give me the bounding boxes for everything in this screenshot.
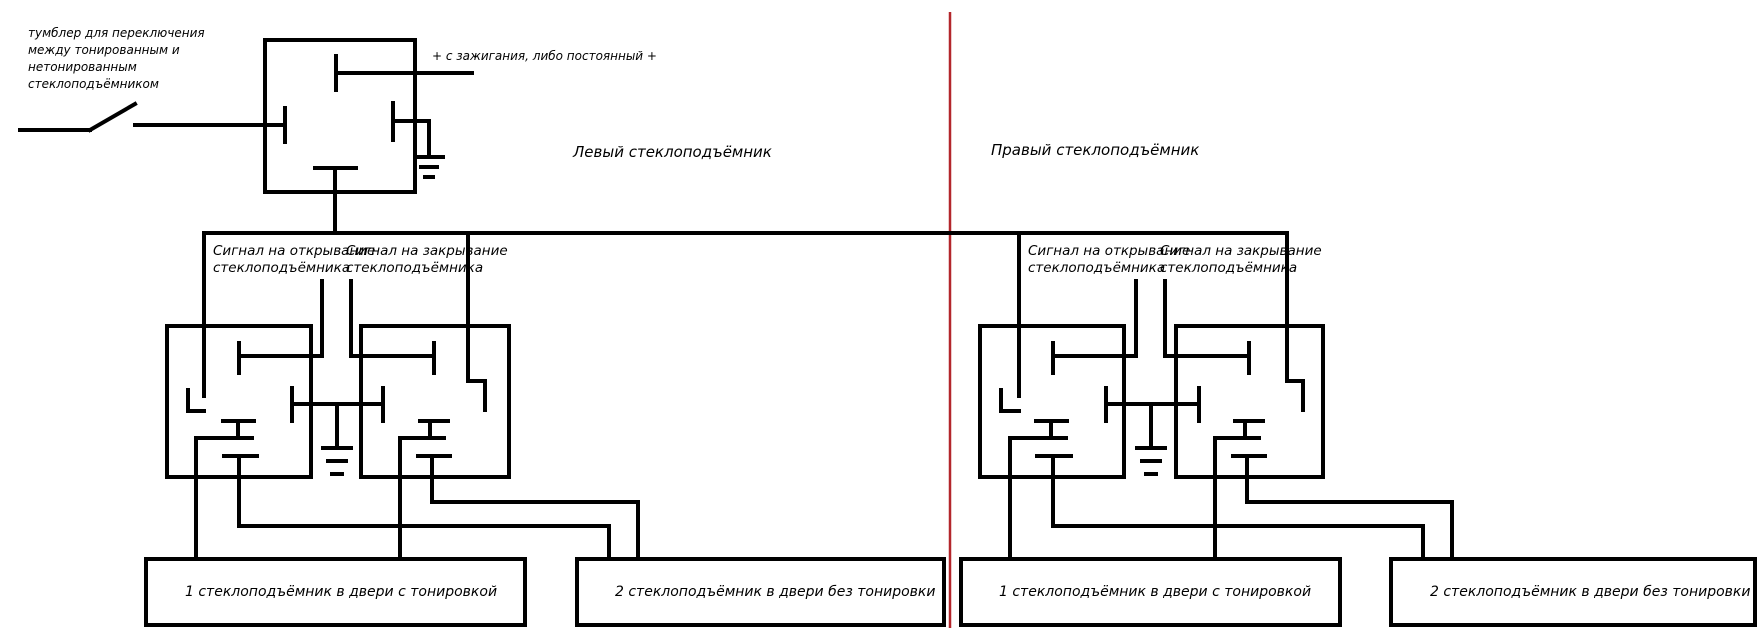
left-motor-untinted-box (575, 557, 946, 627)
left-close-signal-line-2: стеклоподъёмника (346, 260, 483, 276)
right-close-signal-line-2: стеклоподъёмника (1160, 260, 1297, 276)
ground-symbol-left (321, 402, 353, 476)
right-motor-untinted-label: 2 стеклоподъёмник в двери без тонировки (1430, 584, 1750, 600)
right-motor-untinted-box (1389, 557, 1757, 627)
main-relay (263, 38, 474, 234)
left-open-signal-line-1: Сигнал на открывание (213, 243, 375, 259)
toggle-switch-note-line-4: стеклоподъёмником (28, 77, 159, 91)
toggle-switch-note-line-2: между тонированным и (28, 43, 180, 57)
ground-symbol-main (413, 155, 445, 179)
right-motor-tinted-box (959, 557, 1342, 627)
left-motor-tinted-box (144, 557, 527, 627)
right-output-wires (1008, 436, 1454, 561)
toggle-switch-note-line-3: нетонированным (28, 60, 137, 74)
left-window-title: Левый стеклоподъёмник (572, 143, 772, 161)
left-motor-tinted-label: 1 стеклоподъёмник в двери с тонировкой (185, 584, 497, 600)
toggle-switch-note-line-1: тумблер для переключения (28, 26, 205, 40)
right-window-title: Правый стеклоподъёмник (991, 141, 1199, 159)
ignition-label: + с зажигания, либо постоянный + (432, 49, 657, 63)
ground-symbol-right (1135, 402, 1167, 476)
right-open-signal-line-1: Сигнал на открывание (1028, 243, 1190, 259)
right-motor-tinted-label: 1 стеклоподъёмник в двери с тонировкой (999, 584, 1311, 600)
right-open-signal-line-2: стеклоподъёмника (1028, 260, 1165, 276)
left-motor-untinted-label: 2 стеклоподъёмник в двери без тонировки (615, 584, 935, 600)
toggle-switch-symbol (18, 101, 287, 133)
right-close-signal-line-1: Сигнал на закрывание (1160, 243, 1322, 259)
left-output-wires (194, 436, 640, 561)
left-close-signal-line-1: Сигнал на закрывание (346, 243, 508, 259)
left-open-signal-line-2: стеклоподъёмника (213, 260, 350, 276)
